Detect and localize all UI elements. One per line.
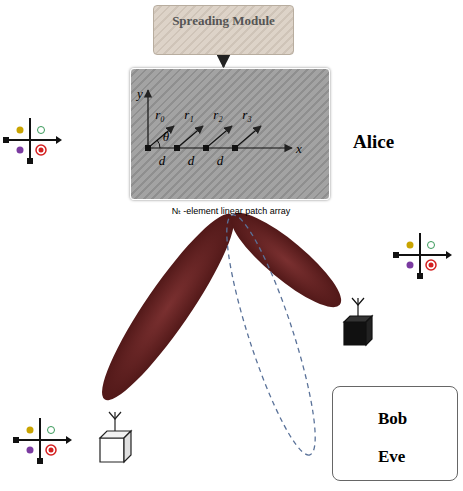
bob-device <box>100 412 131 462</box>
constellation <box>13 418 72 464</box>
math-label: d <box>217 154 224 167</box>
math-label: r₃ <box>242 108 252 121</box>
math-label: d <box>159 154 166 167</box>
module-box: Spreading Module <box>153 5 294 55</box>
dashed-lobe <box>211 208 331 461</box>
math-label: x <box>296 142 302 155</box>
legend-box <box>332 386 458 481</box>
eve-device <box>344 298 372 345</box>
legend-entry: Bob <box>378 409 407 429</box>
antenna-array-box: AliceNₜ -element linear patch array <box>130 68 330 200</box>
math-label: r₂ <box>213 108 223 121</box>
legend-entry: Eve <box>378 447 405 467</box>
module-label: Spreading Module <box>154 6 293 36</box>
beam-lobe <box>86 202 249 412</box>
flow-arrow <box>223 55 225 67</box>
node-name: Alice <box>353 131 394 153</box>
array-caption: Nₜ -element linear patch array <box>131 206 331 216</box>
array-axes <box>130 68 330 200</box>
legend-text: Bob <box>378 409 407 428</box>
constellation <box>393 233 452 279</box>
math-label: r₀ <box>155 108 165 121</box>
math-label: r₁ <box>184 108 194 121</box>
math-label: y <box>137 87 143 100</box>
math-label: d <box>188 154 195 167</box>
math-label: θ <box>163 130 169 143</box>
constellation <box>3 118 62 164</box>
legend-text: Eve <box>378 447 405 466</box>
